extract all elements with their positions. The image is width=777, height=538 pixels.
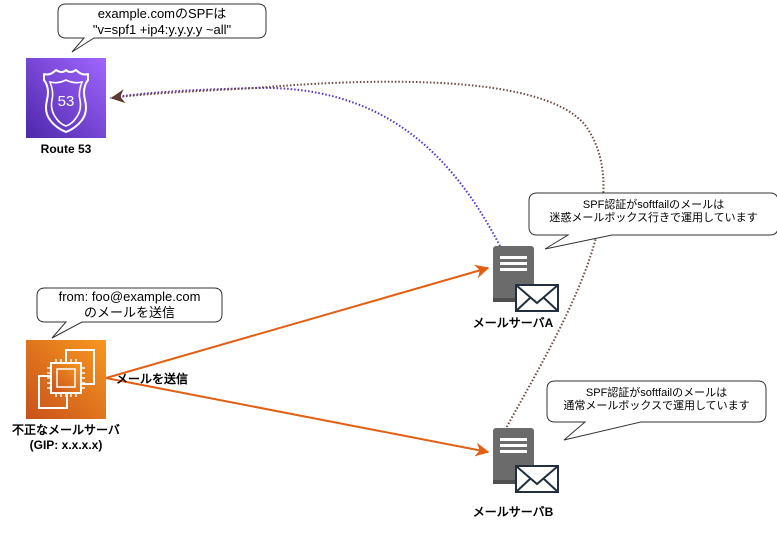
route53-icon[interactable] [26, 58, 106, 138]
mail-server-b-icon[interactable] [493, 428, 559, 493]
rogue-server-label: 不正なメールサーバ (GIP: x.x.x.x) [0, 423, 136, 453]
callout-route53-line2: "v=spf1 +ip4:y.y.y.y ~all" [92, 21, 232, 37]
server-a-label: メールサーバA [472, 316, 554, 330]
callout-server-a-line2: 迷惑メールボックス行きで運用しています [549, 212, 758, 225]
dns-lookup-edge-server-a [109, 86, 501, 247]
rogue-server-label-line1: 不正なメールサーバ [12, 423, 120, 437]
server-b-label: メールサーバB [472, 505, 554, 519]
dns-lookup-edge-server-b [110, 80, 605, 431]
send-edge-server-b [105, 377, 490, 457]
callout-sender-line1: from: foo@example.com [58, 289, 201, 304]
callout-route53-bubble [57, 3, 267, 53]
callout-server-a-bubble [528, 192, 777, 250]
mail-server-a-icon[interactable] [493, 246, 559, 312]
ec2-instance-icon[interactable] [26, 340, 106, 419]
send-edge-label: メールを送信 [116, 372, 189, 386]
send-edge-server-a [105, 264, 490, 379]
callout-server-a-text: SPF認証がsoftfailのメールは 迷惑メールボックス行きで運用しています [529, 199, 777, 225]
callout-route53-text: example.comのSPFは "v=spf1 +ip4:y.y.y.y ~a… [58, 6, 266, 37]
route53-label: Route 53 [40, 142, 92, 156]
rogue-server-label-line2: (GIP: x.x.x.x) [29, 438, 103, 452]
route53-badge: 53 [57, 93, 75, 110]
callout-route53-line1: example.comのSPFは [97, 6, 227, 21]
callout-sender-bubble [36, 287, 223, 339]
callout-server-b-line2: 通常メールボックスで運用しています [563, 400, 750, 413]
callout-server-b-line1: SPF認証がsoftfailのメールは [585, 387, 728, 399]
callout-server-a-line1: SPF認証がsoftfailのメールは [582, 199, 725, 211]
callout-server-b-bubble [546, 380, 767, 441]
callout-server-b-text: SPF認証がsoftfailのメールは 通常メールボックスで運用しています [547, 387, 766, 413]
callout-sender-text: from: foo@example.com のメールを送信 [37, 289, 222, 320]
callout-sender-line2: のメールを送信 [83, 304, 175, 320]
